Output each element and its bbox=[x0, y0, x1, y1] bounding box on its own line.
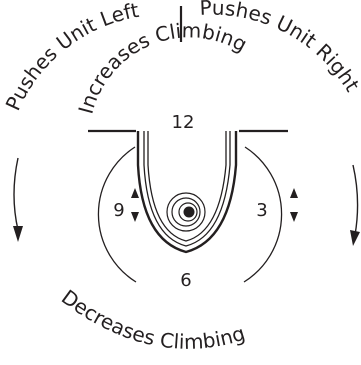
tube-outer-wall bbox=[136, 131, 238, 254]
right-motion-arc bbox=[352, 164, 359, 236]
clock-6-label: 6 bbox=[180, 270, 191, 291]
right-arrow-up-icon bbox=[290, 188, 298, 198]
clock-9-label: 9 bbox=[113, 200, 124, 221]
left-arrow-down-icon bbox=[13, 226, 23, 242]
left-motion-arc bbox=[13, 157, 19, 231]
tube-inner-wall bbox=[147, 131, 227, 242]
tube-middle-wall bbox=[143, 131, 231, 247]
clock-12-label: 12 bbox=[172, 112, 195, 133]
ball-icon bbox=[166, 192, 206, 232]
left-arrow-up-icon bbox=[131, 188, 139, 198]
left-rotation-arc bbox=[97, 146, 137, 283]
right-arrow-down-icon bbox=[350, 230, 360, 246]
clock-3-label: 3 bbox=[256, 200, 267, 221]
right-rotation-arc bbox=[243, 146, 283, 283]
right-arrow-down-icon bbox=[290, 212, 298, 222]
decreases-climbing-label: Decreases Climbing bbox=[57, 285, 248, 354]
left-arrow-down-icon bbox=[131, 212, 139, 222]
